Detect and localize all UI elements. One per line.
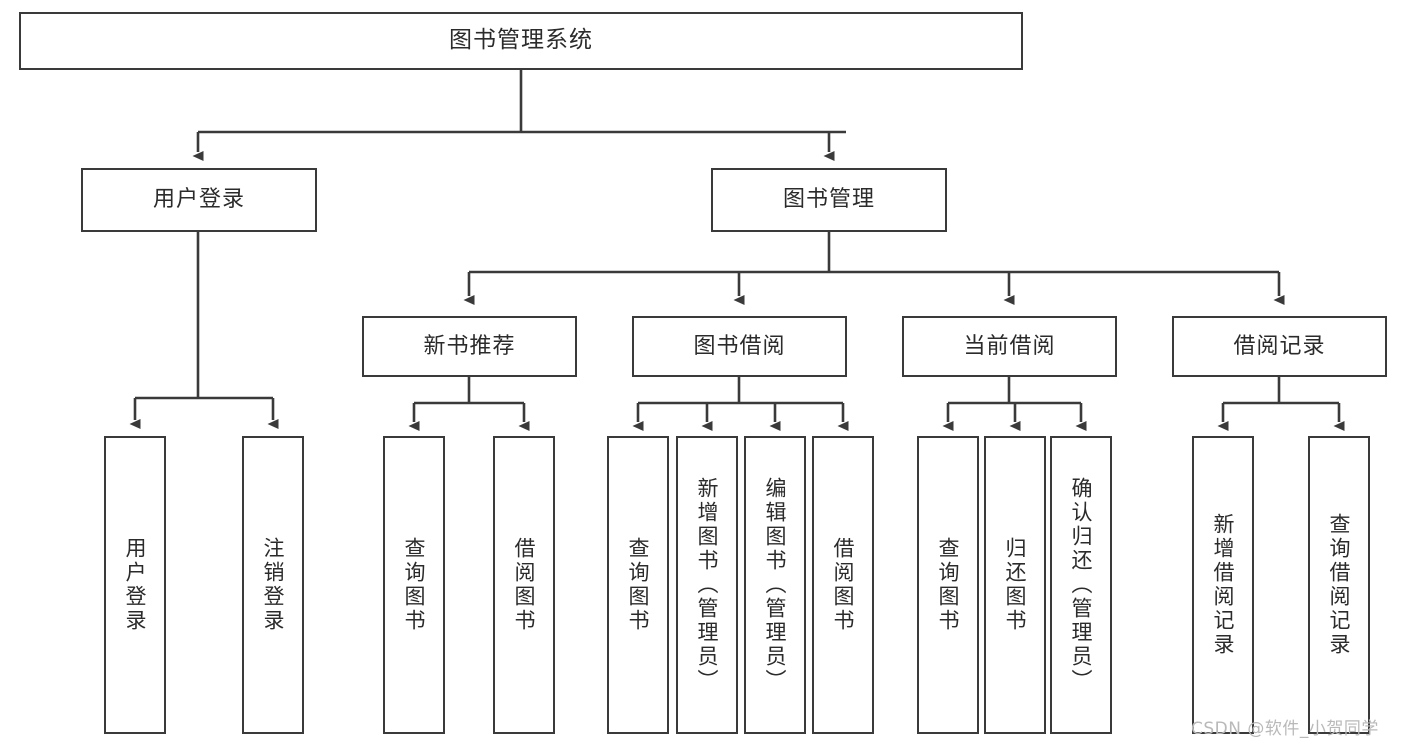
node-label: 查询借阅记录 [1327, 513, 1351, 657]
leaf-current-borrow-return-books[interactable]: 归还图书 [984, 436, 1046, 734]
node-label: 查询图书 [626, 537, 650, 633]
node-label: 借阅图书 [831, 537, 855, 633]
leaf-current-borrow-confirm-return-admin[interactable]: 确认归还（管理员） [1050, 436, 1112, 734]
node-book-management[interactable]: 图书管理 [711, 168, 947, 232]
node-label: 图书管理 [782, 187, 875, 213]
leaf-book-borrow-add-book-admin[interactable]: 新增图书（管理员） [676, 436, 738, 734]
node-label: 图书管理系统 [449, 27, 593, 54]
leaf-new-book-query-books[interactable]: 查询图书 [383, 436, 445, 734]
node-label: 查询图书 [936, 537, 960, 633]
node-label: 编辑图书（管理员） [763, 477, 787, 693]
leaf-user-login-login[interactable]: 用户登录 [104, 436, 166, 734]
leaf-new-book-borrow-books[interactable]: 借阅图书 [493, 436, 555, 734]
leaf-borrow-record-query-record[interactable]: 查询借阅记录 [1308, 436, 1370, 734]
node-label: 借阅图书 [512, 537, 536, 633]
leaf-book-borrow-borrow-books[interactable]: 借阅图书 [812, 436, 874, 734]
leaf-borrow-record-add-record[interactable]: 新增借阅记录 [1192, 436, 1254, 734]
node-label: 图书借阅 [693, 333, 786, 359]
leaf-book-borrow-edit-book-admin[interactable]: 编辑图书（管理员） [744, 436, 806, 734]
node-label: 当前借阅 [963, 333, 1056, 359]
node-borrow-record[interactable]: 借阅记录 [1172, 316, 1387, 377]
node-label: 新增借阅记录 [1211, 513, 1235, 657]
node-label: 用户登录 [152, 187, 245, 213]
node-label: 借阅记录 [1233, 333, 1326, 359]
node-label: 新增图书（管理员） [695, 477, 719, 693]
node-root-book-management-system[interactable]: 图书管理系统 [19, 12, 1023, 70]
leaf-book-borrow-query-books[interactable]: 查询图书 [607, 436, 669, 734]
node-label: 确认归还（管理员） [1069, 477, 1093, 693]
leaf-current-borrow-query-books[interactable]: 查询图书 [917, 436, 979, 734]
leaf-user-login-logout[interactable]: 注销登录 [242, 436, 304, 734]
node-user-login[interactable]: 用户登录 [81, 168, 317, 232]
csdn-watermark: CSDN @软件_小贺同学 [1191, 719, 1379, 739]
node-label: 查询图书 [402, 537, 426, 633]
node-label: 注销登录 [261, 537, 285, 633]
node-current-borrow[interactable]: 当前借阅 [902, 316, 1117, 377]
node-book-borrow[interactable]: 图书借阅 [632, 316, 847, 377]
node-label: 归还图书 [1003, 537, 1027, 633]
node-label: 用户登录 [123, 537, 147, 633]
node-label: 新书推荐 [423, 333, 516, 359]
node-new-book-recommend[interactable]: 新书推荐 [362, 316, 577, 377]
